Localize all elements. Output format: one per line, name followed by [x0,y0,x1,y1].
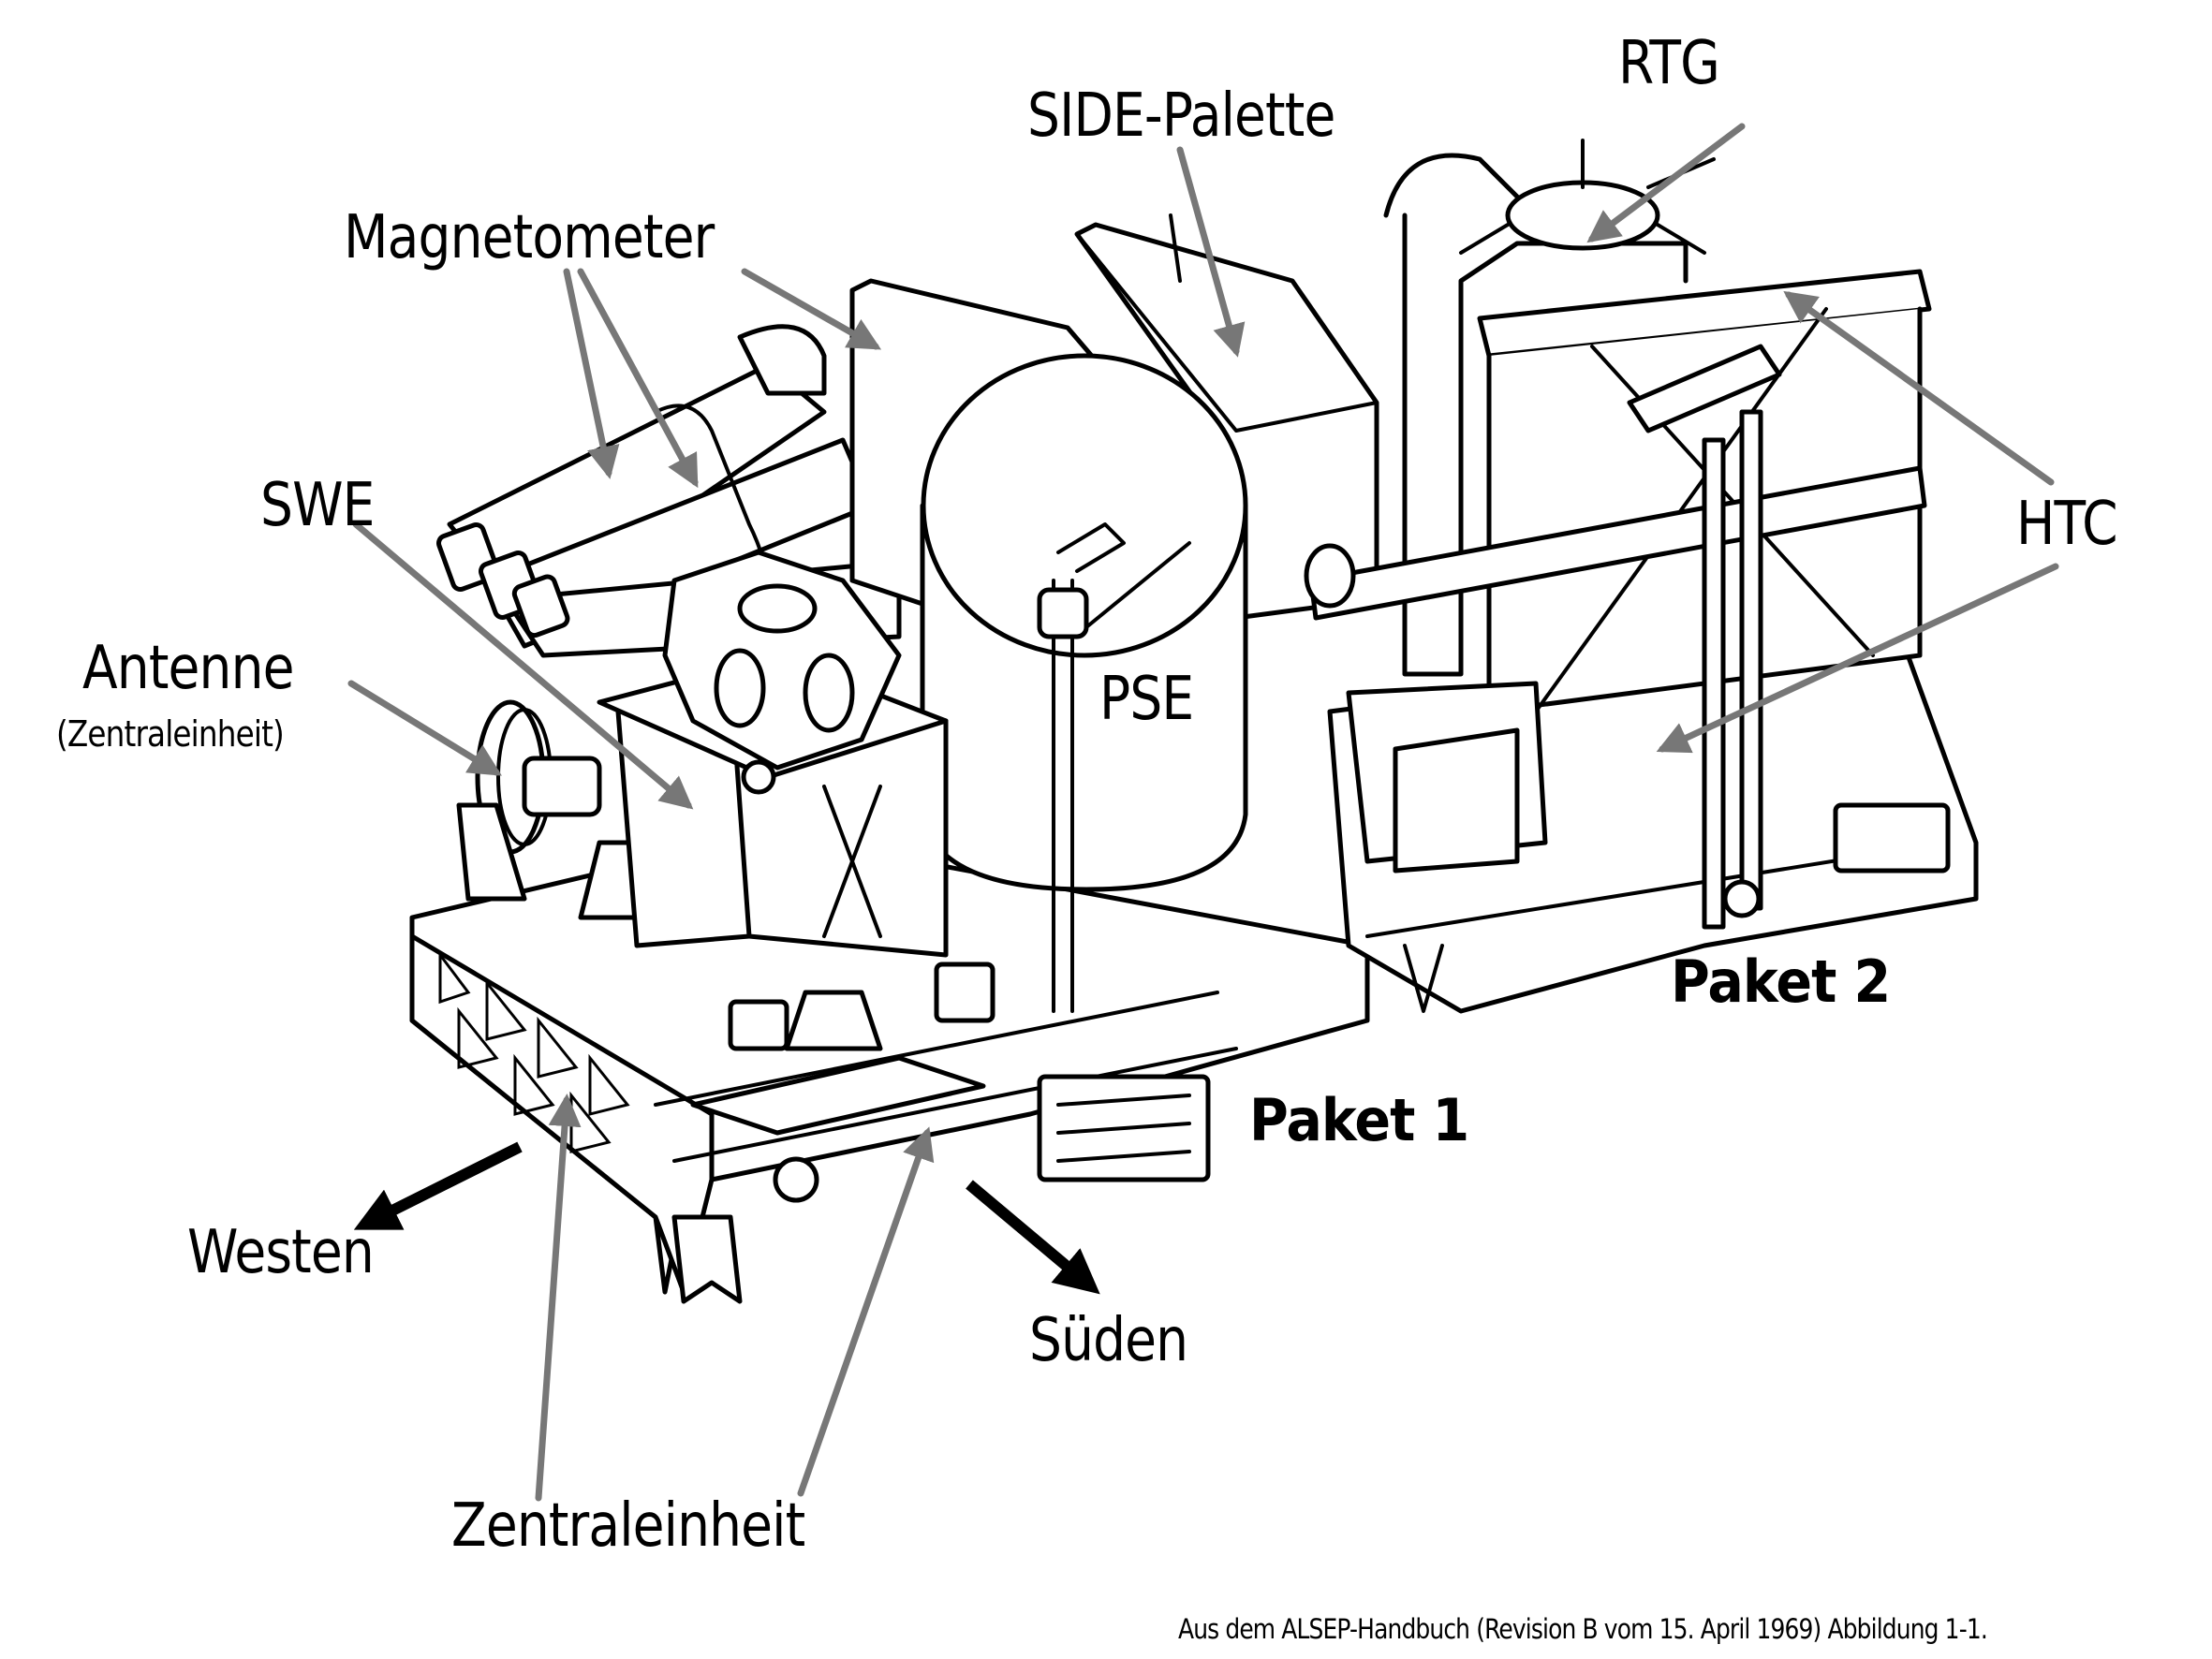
label-rtg: RTG [1618,29,1720,98]
leader-rtg [1586,123,1746,243]
label-htc: HTC [2016,490,2117,559]
label-sueden: Süden [1029,1306,1188,1375]
south-arrow [966,1180,1100,1295]
leader-htc-2 [1656,563,2059,754]
leader-swe [352,521,694,810]
label-magnetometer: Magnetometer [344,203,715,272]
source-caption: Aus dem ALSEP-Handbuch (Revision B vom 1… [1178,1613,1988,1645]
paket2-drawing [1304,139,1979,1014]
leader-zentraleinheit-2 [797,1126,935,1497]
label-zentraleinheit: Zentraleinheit [451,1491,805,1561]
label-antenne-sub: (Zentraleinheit) [56,713,285,755]
swe-drawing [597,550,949,958]
label-westen: Westen [187,1218,375,1287]
leader-htc-1 [1783,290,2055,486]
label-side-palette: SIDE-Palette [1027,81,1335,151]
label-antenne: Antenne [82,634,294,703]
label-paket-1: Paket 1 [1249,1086,1469,1154]
label-paket-2: Paket 2 [1671,947,1891,1016]
leader-magnetometer-1 [563,268,620,479]
leader-zentraleinheit-1 [535,1094,582,1502]
west-arrow [353,1141,523,1230]
leader-lines [347,123,2059,1502]
leader-antenne [347,680,502,776]
label-swe: SWE [260,471,375,540]
leader-magnetometer-2 [577,268,699,489]
leader-magnetometer-3 [741,268,882,350]
label-pse: PSE [1099,665,1194,734]
pse-drawing [920,353,1248,1013]
leader-side-palette [1176,146,1246,358]
